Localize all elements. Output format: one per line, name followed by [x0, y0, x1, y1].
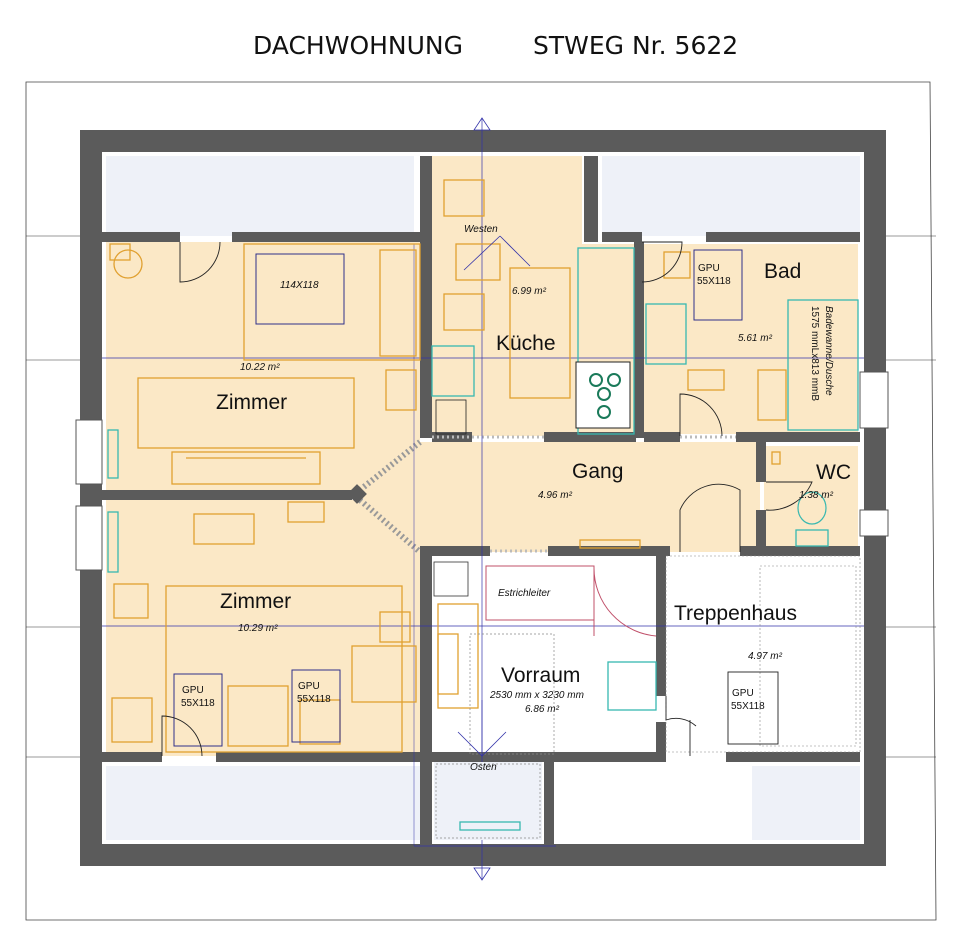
estrichleiter-label: Estrichleiter [498, 588, 551, 599]
plan-title-left: DACHWOHNUNG [253, 31, 463, 60]
gpu-size-treppe: 55X118 [731, 701, 765, 712]
bathroom-fixtures [645, 249, 859, 431]
osten-label: Osten [470, 762, 497, 773]
gpu-label-1: GPU [182, 685, 204, 696]
bed-size-label: 114X118 [280, 280, 319, 291]
kitchen-area: 6.99 m² [512, 286, 547, 297]
dormer-windows [106, 156, 860, 840]
kitchen-label: Küche [496, 332, 556, 355]
interior-walls [75, 156, 889, 844]
zimmer-top-label: Zimmer [216, 391, 287, 414]
vorraum-label: Vorraum [501, 664, 580, 687]
plan-title-right: STWEG Nr. 5622 [533, 31, 738, 60]
zimmer-top-area: 10.22 m² [240, 362, 280, 373]
stairwell-fixtures [593, 555, 861, 753]
vorraum-fixtures [433, 561, 657, 840]
gpu-label-2: GPU [298, 681, 320, 692]
gpu-label-treppe: GPU [732, 688, 754, 699]
zimmer-top-furniture [107, 243, 421, 485]
gang-diagonal-openings [347, 435, 736, 555]
westen-label: Westen [464, 224, 498, 235]
door-swings [161, 241, 813, 757]
gpu-size-1: 55X118 [181, 698, 215, 709]
floor-areas [106, 156, 858, 756]
vorraum-dims: 2530 mm x 3230 mm [489, 690, 584, 701]
treppenhaus-label: Treppenhaus [674, 602, 797, 625]
wc-label: WC [816, 461, 851, 484]
vorraum-area: 6.86 m² [525, 704, 560, 715]
bathtub-type-label: Badewanne/Dusche [823, 306, 834, 396]
gpu-size-2: 55X118 [297, 694, 331, 705]
gpu-label-bad: GPU [698, 263, 720, 274]
wc-area: 1.38 m² [799, 490, 834, 501]
gang-area: 4.96 m² [538, 490, 573, 501]
gang-wc-fixtures [579, 451, 829, 549]
gang-label: Gang [572, 460, 623, 483]
zimmer-bottom-area: 10.29 m² [238, 623, 278, 634]
zimmer-bottom-furniture [107, 501, 417, 753]
bad-area: 5.61 m² [738, 333, 773, 344]
zimmer-bottom-label: Zimmer [220, 590, 291, 613]
treppenhaus-area: 4.97 m² [748, 651, 783, 662]
kitchen-fixtures [431, 179, 635, 435]
bathtub-dim-label: 1575 mmLx813 mmB [809, 306, 820, 401]
gpu-size-bad: 55X118 [697, 276, 731, 287]
bad-label: Bad [764, 260, 801, 283]
